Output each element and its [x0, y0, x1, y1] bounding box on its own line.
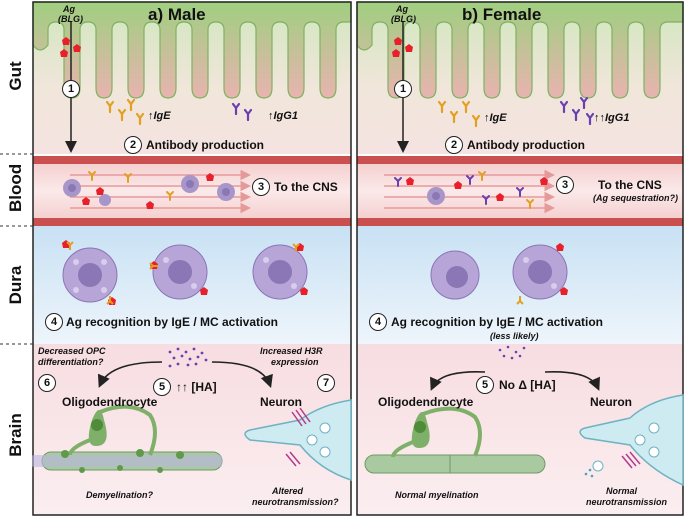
female-ige-label: ↑IgE — [484, 112, 507, 124]
female-step-3: 3 — [556, 176, 574, 194]
female-ag-recognition: Ag recognition by IgE / MC activation — [391, 315, 604, 329]
mast-cell — [62, 240, 118, 305]
male-ige-label: ↑IgE — [148, 110, 171, 122]
female-step-5: 5 — [476, 376, 494, 394]
male-step-6: 6 — [38, 374, 56, 392]
female-to-cns: To the CNS — [598, 178, 662, 192]
side-label-gut: Gut — [6, 61, 25, 91]
female-less-likely: (less likely) — [490, 331, 539, 341]
male-panel — [32, 1, 352, 516]
male-ag-label: Ag — [63, 4, 75, 14]
side-label-brain: Brain — [6, 413, 25, 457]
male-step-5: 5 — [153, 378, 171, 396]
male-altered-neurotransmission: Altered — [272, 486, 304, 496]
mast-cell — [252, 243, 308, 300]
male-opc-note: Decreased OPC — [38, 346, 106, 356]
oligodendrocyte-cell — [364, 406, 546, 474]
male-neuron-label: Neuron — [260, 395, 302, 409]
female-sequestration: (Ag sequestration?) — [593, 193, 679, 203]
female-ha-label: No Δ [HA] — [499, 378, 556, 392]
female-panel — [356, 1, 684, 516]
mast-cell — [149, 244, 208, 300]
male-ha-label: ↑↑ [HA] — [176, 380, 217, 394]
male-h3r-note: Increased H3R — [260, 346, 323, 356]
female-antibody-production: Antibody production — [467, 138, 585, 152]
male-igg1-label: ↑IgG1 — [268, 110, 298, 122]
male-demyelination: Demyelination? — [86, 490, 154, 500]
female-normal-myelination: Normal myelination — [395, 490, 479, 500]
male-panel-title: a) Male — [148, 5, 206, 24]
female-normal-neurotransmission: Normal — [606, 486, 638, 496]
mast-cell — [512, 243, 568, 305]
female-ag-label: Ag — [396, 4, 408, 14]
female-igg1-label: ↑↑IgG1 — [594, 112, 630, 124]
neuron-cell — [579, 394, 684, 487]
female-oligodendrocyte-label: Oligodendrocyte — [378, 395, 474, 409]
male-altered-neurotransmission-2: neurotransmission? — [252, 497, 339, 507]
male-h3r-note-2: expression — [271, 357, 319, 367]
side-label-dura: Dura — [6, 265, 25, 305]
male-to-cns: To the CNS — [274, 180, 338, 194]
female-ag-label-blg: (BLG) — [391, 14, 416, 24]
female-normal-neurotransmission-2: neurotransmission — [586, 497, 668, 507]
female-neuron-label: Neuron — [590, 395, 632, 409]
female-step-4: 4 — [369, 313, 387, 331]
male-opc-note-2: differentiation? — [38, 357, 104, 367]
male-step-1: 1 — [62, 80, 80, 98]
male-step-3: 3 — [252, 178, 270, 196]
male-step-4: 4 — [45, 313, 63, 331]
neuron-cell — [244, 399, 352, 482]
mast-cell — [430, 250, 480, 300]
side-label-blood: Blood — [6, 163, 25, 212]
oligodendrocyte-cell — [32, 404, 223, 473]
male-step-7: 7 — [317, 374, 335, 392]
male-step-2: 2 — [124, 136, 142, 154]
male-oligodendrocyte-label: Oligodendrocyte — [62, 395, 158, 409]
female-step-2: 2 — [445, 136, 463, 154]
female-panel-title: b) Female — [462, 5, 542, 24]
female-step-1: 1 — [394, 80, 412, 98]
male-ag-label-blg: (BLG) — [58, 14, 83, 24]
male-ag-recognition: Ag recognition by IgE / MC activation — [66, 315, 279, 329]
male-antibody-production: Antibody production — [146, 138, 264, 152]
